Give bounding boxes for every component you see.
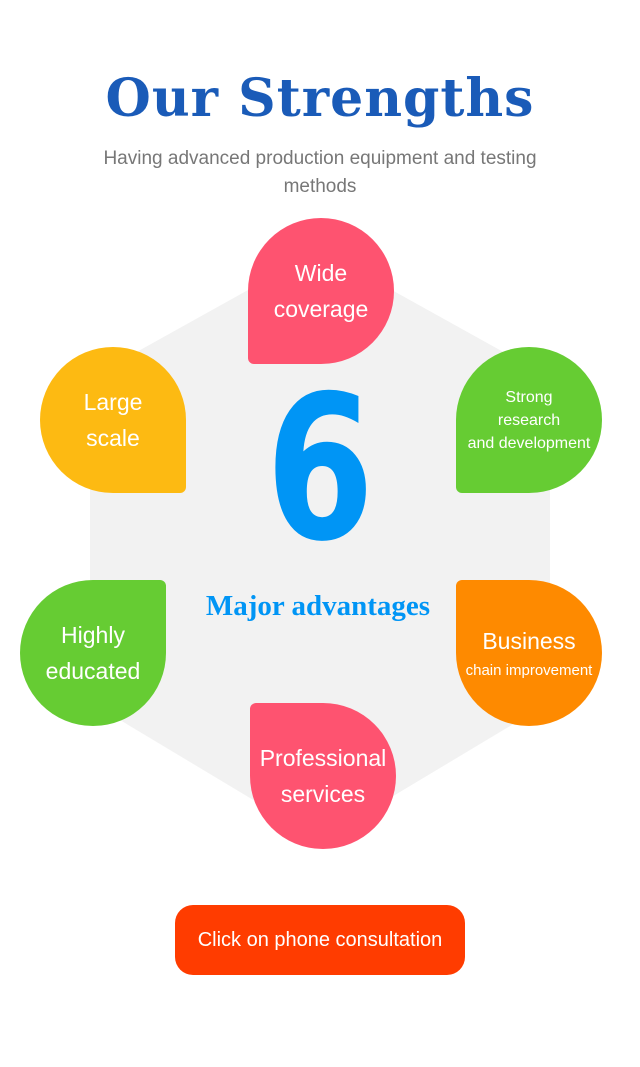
- advantage-text: research: [497, 411, 561, 429]
- advantage-text: coverage: [273, 296, 369, 322]
- page-subtitle: Having advanced production equipment and…: [103, 148, 537, 197]
- phone-consultation-button[interactable]: Click on phone consultation: [175, 905, 465, 975]
- advantage-text: Professional: [259, 745, 387, 771]
- advantage-text: scale: [86, 425, 140, 451]
- advantage-text: Highly: [61, 622, 125, 648]
- advantage-business-chain: Business chain improvement: [456, 580, 602, 726]
- advantage-text: educated: [45, 658, 141, 684]
- advantage-wide-coverage: Wide coverage: [248, 218, 394, 364]
- advantage-strong-research: Strong research and development: [456, 347, 602, 493]
- advantage-professional-services: Professional services: [250, 703, 396, 849]
- advantage-text: and development: [467, 434, 591, 452]
- advantage-text: chain improvement: [465, 662, 593, 679]
- advantage-text: Business: [482, 628, 576, 654]
- advantage-text: services: [280, 781, 366, 807]
- advantage-label: Major advantages: [205, 590, 431, 622]
- advantage-highly-educated: Highly educated: [20, 580, 166, 726]
- advantage-text: Large: [83, 389, 143, 415]
- advantage-text: Strong: [505, 388, 553, 406]
- advantage-text: Wide: [294, 260, 348, 286]
- page-title: Our Strengths: [105, 68, 535, 129]
- advantage-count: 6: [265, 353, 375, 586]
- advantage-large-scale: Large scale: [40, 347, 186, 493]
